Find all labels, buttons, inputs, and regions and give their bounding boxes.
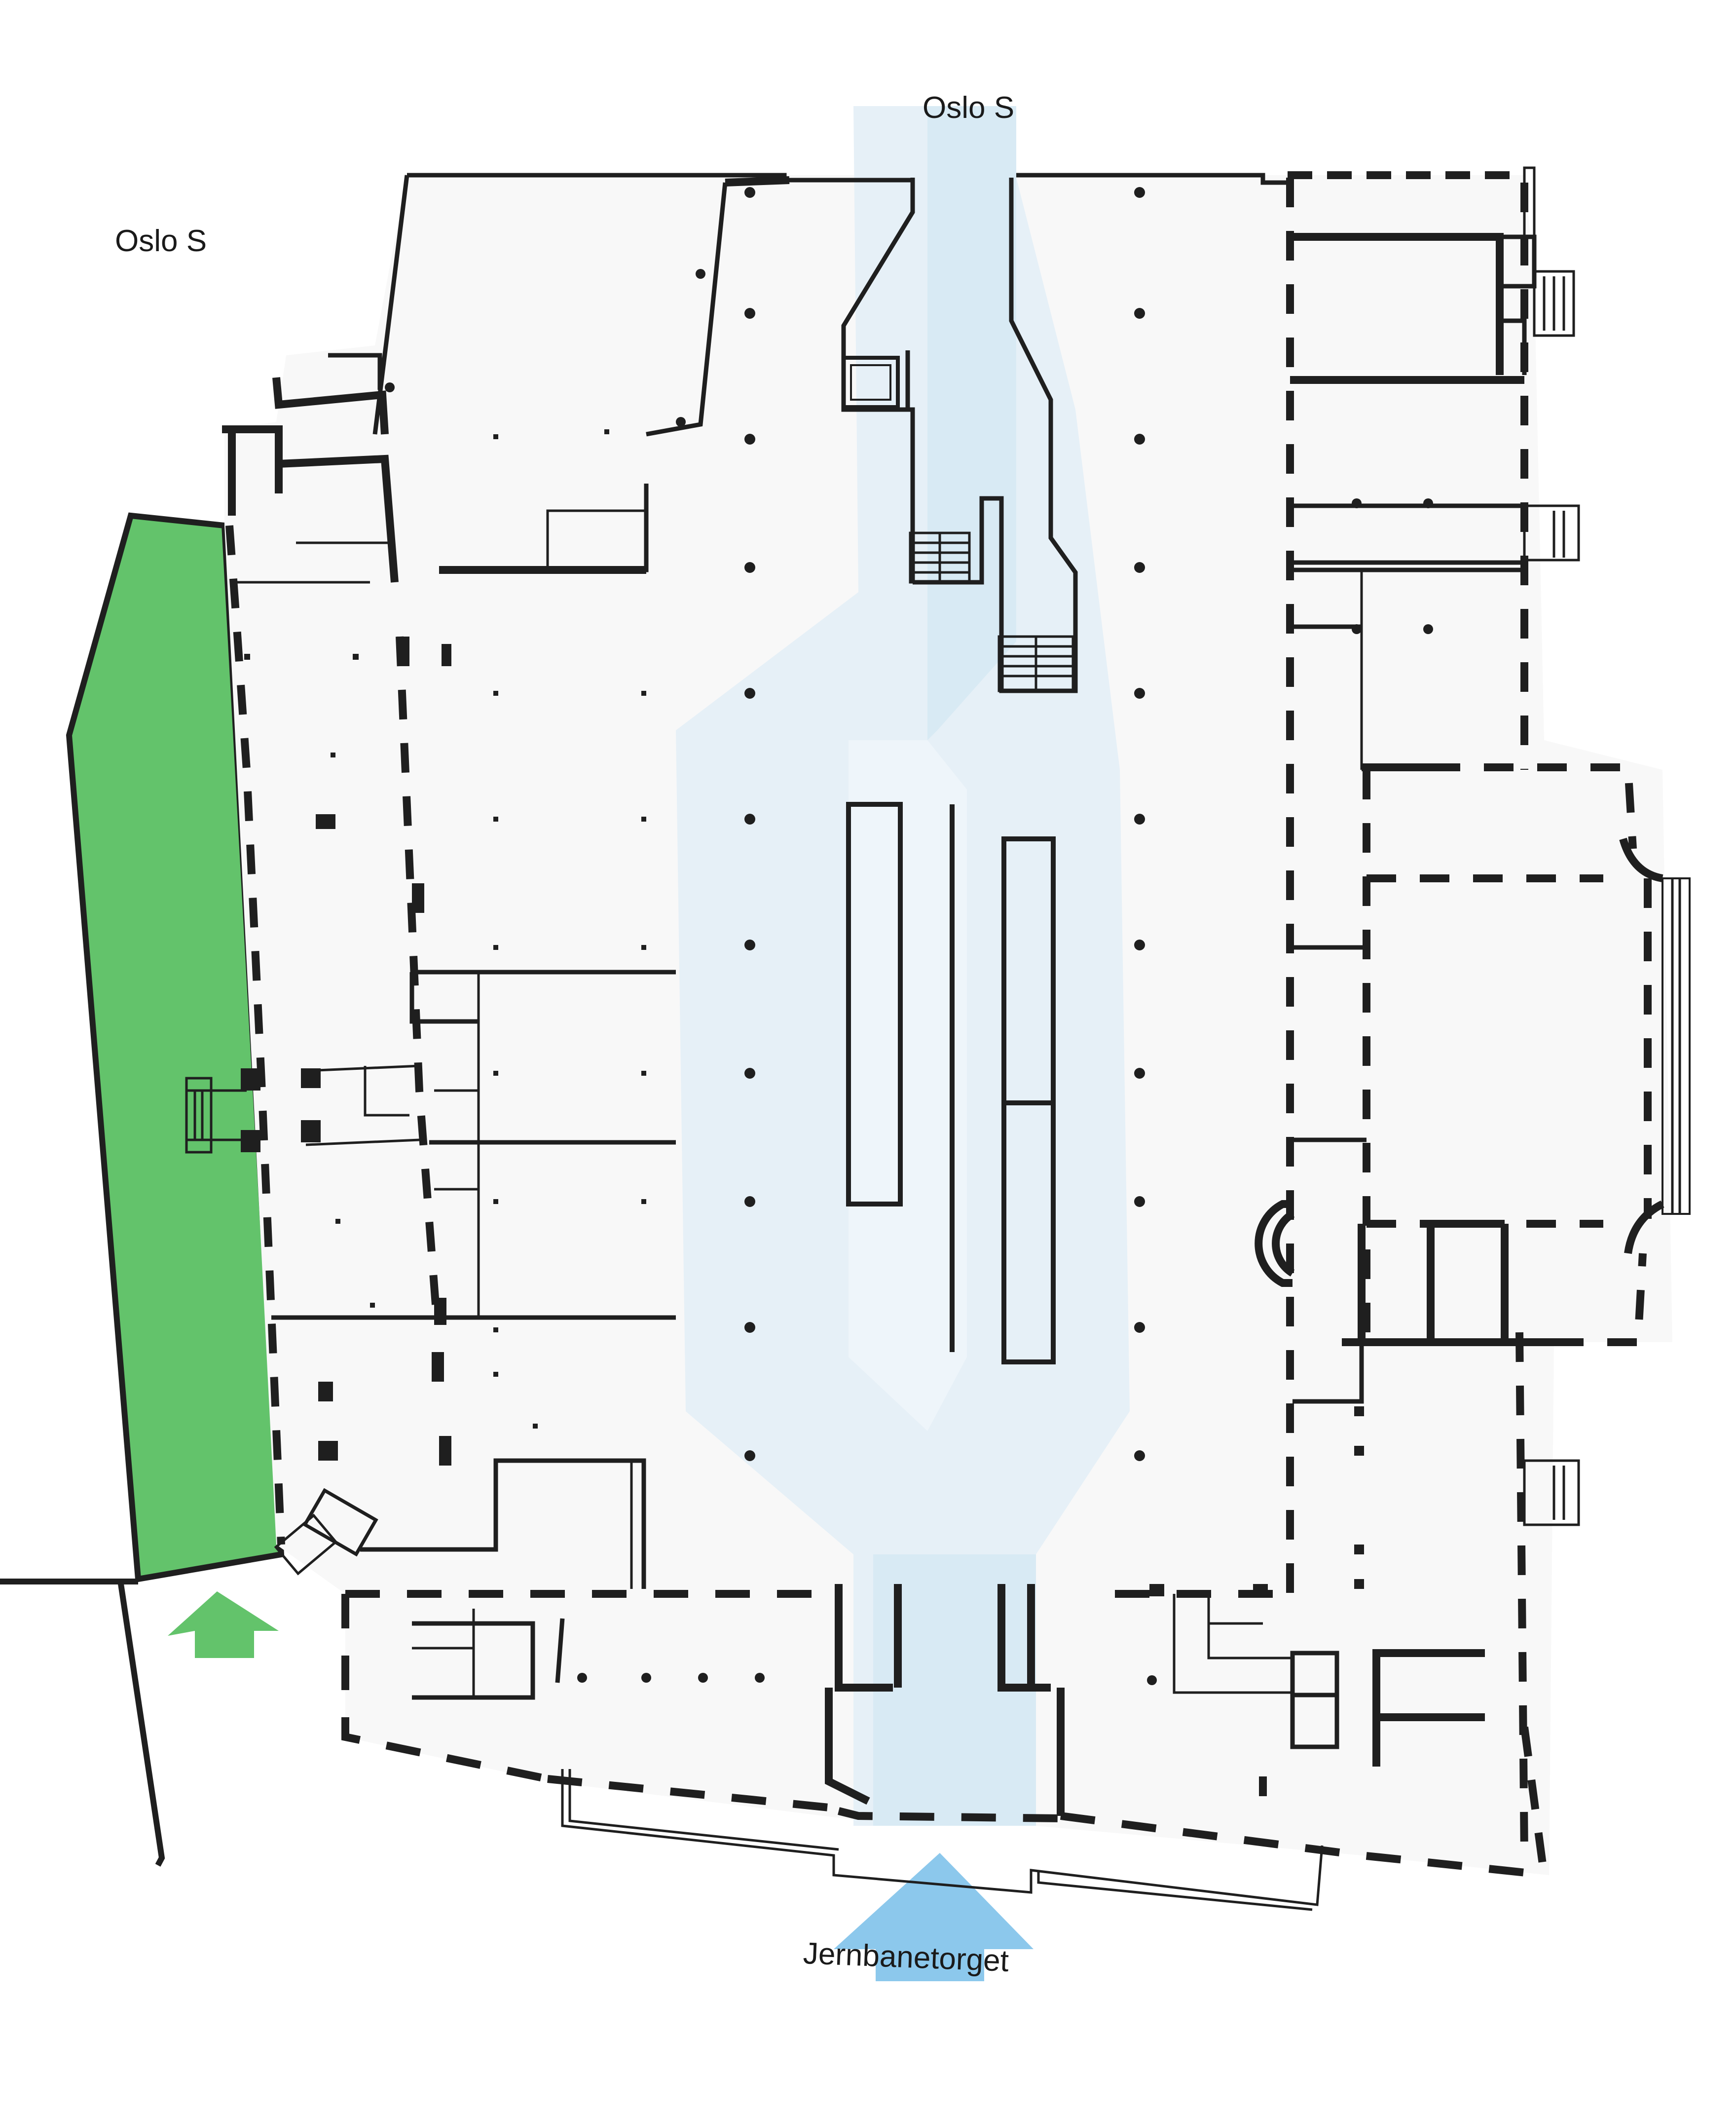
wall-shop [364, 1066, 409, 1117]
wall-shop [305, 1138, 420, 1146]
wall-shop [360, 1458, 646, 1589]
wall-room [1293, 1342, 1364, 1404]
entrance-steps [1523, 504, 1580, 562]
corridor-wall [913, 178, 1078, 693]
east-portico [1662, 877, 1691, 1215]
wall-room [272, 377, 389, 435]
stairs [909, 531, 971, 584]
northwest-area-label: Oslo S [115, 224, 207, 258]
wall-shop [1372, 1649, 1485, 1767]
street-line [118, 1583, 165, 1867]
north-entrance-label: Oslo S [923, 91, 1015, 125]
entrance-pillar [835, 1584, 893, 1692]
entrance-steps [302, 1488, 378, 1557]
wall-west [225, 525, 285, 1545]
wall-west-inner [396, 636, 441, 1318]
apse-wall [1255, 1200, 1293, 1287]
wall-hall [1619, 837, 1663, 882]
wall-hall [1624, 1200, 1664, 1254]
green-area[interactable] [66, 512, 285, 1583]
wall-shop [1173, 1594, 1293, 1694]
wall-shop [646, 182, 728, 437]
entrance-steps [1533, 270, 1575, 337]
wall-south-outer [547, 1775, 839, 1812]
entrance-steps [185, 1077, 213, 1154]
wall-south-outer [838, 1807, 1061, 1822]
wall-east-outer [1520, 1726, 1548, 1876]
wall-shop [305, 1064, 420, 1072]
entrance-steps [1523, 166, 1536, 238]
wall-room [1500, 234, 1537, 289]
wall-south-outer [341, 1594, 549, 1783]
wall-room [222, 425, 283, 493]
south-portico [568, 1769, 839, 1851]
main-route-arrow [834, 1853, 1034, 1981]
wall-hall [1554, 1253, 1647, 1346]
wall-north-east [1016, 173, 1288, 185]
entrance-steps [1523, 1459, 1580, 1526]
pillars [244, 187, 1433, 1685]
wall-room [1500, 318, 1527, 375]
wall-shop [1290, 1651, 1339, 1749]
central-kiosk [846, 802, 903, 1206]
south-portico [561, 1769, 1324, 1906]
apse-wall [1272, 1210, 1295, 1277]
elevator [842, 356, 900, 409]
south-portico [1037, 1870, 1313, 1911]
entrance-steps [274, 1513, 338, 1576]
wall-shop [409, 972, 479, 1024]
wall-shop [725, 176, 790, 187]
wall-shop [546, 509, 646, 567]
entrance-pillar [825, 1688, 870, 1805]
wall-shop [555, 1618, 565, 1683]
south-entrance-label: Jernbanetorget [802, 1936, 1010, 1978]
wall-hall [1431, 763, 1637, 849]
stairs [997, 635, 1074, 692]
wall-room [328, 353, 382, 390]
wall-room [278, 454, 399, 583]
wall-shop [1207, 1594, 1293, 1659]
side-entrance-arrow [168, 1591, 279, 1658]
wall-east-outer [1515, 1332, 1528, 1856]
elevator-inner [850, 364, 891, 401]
